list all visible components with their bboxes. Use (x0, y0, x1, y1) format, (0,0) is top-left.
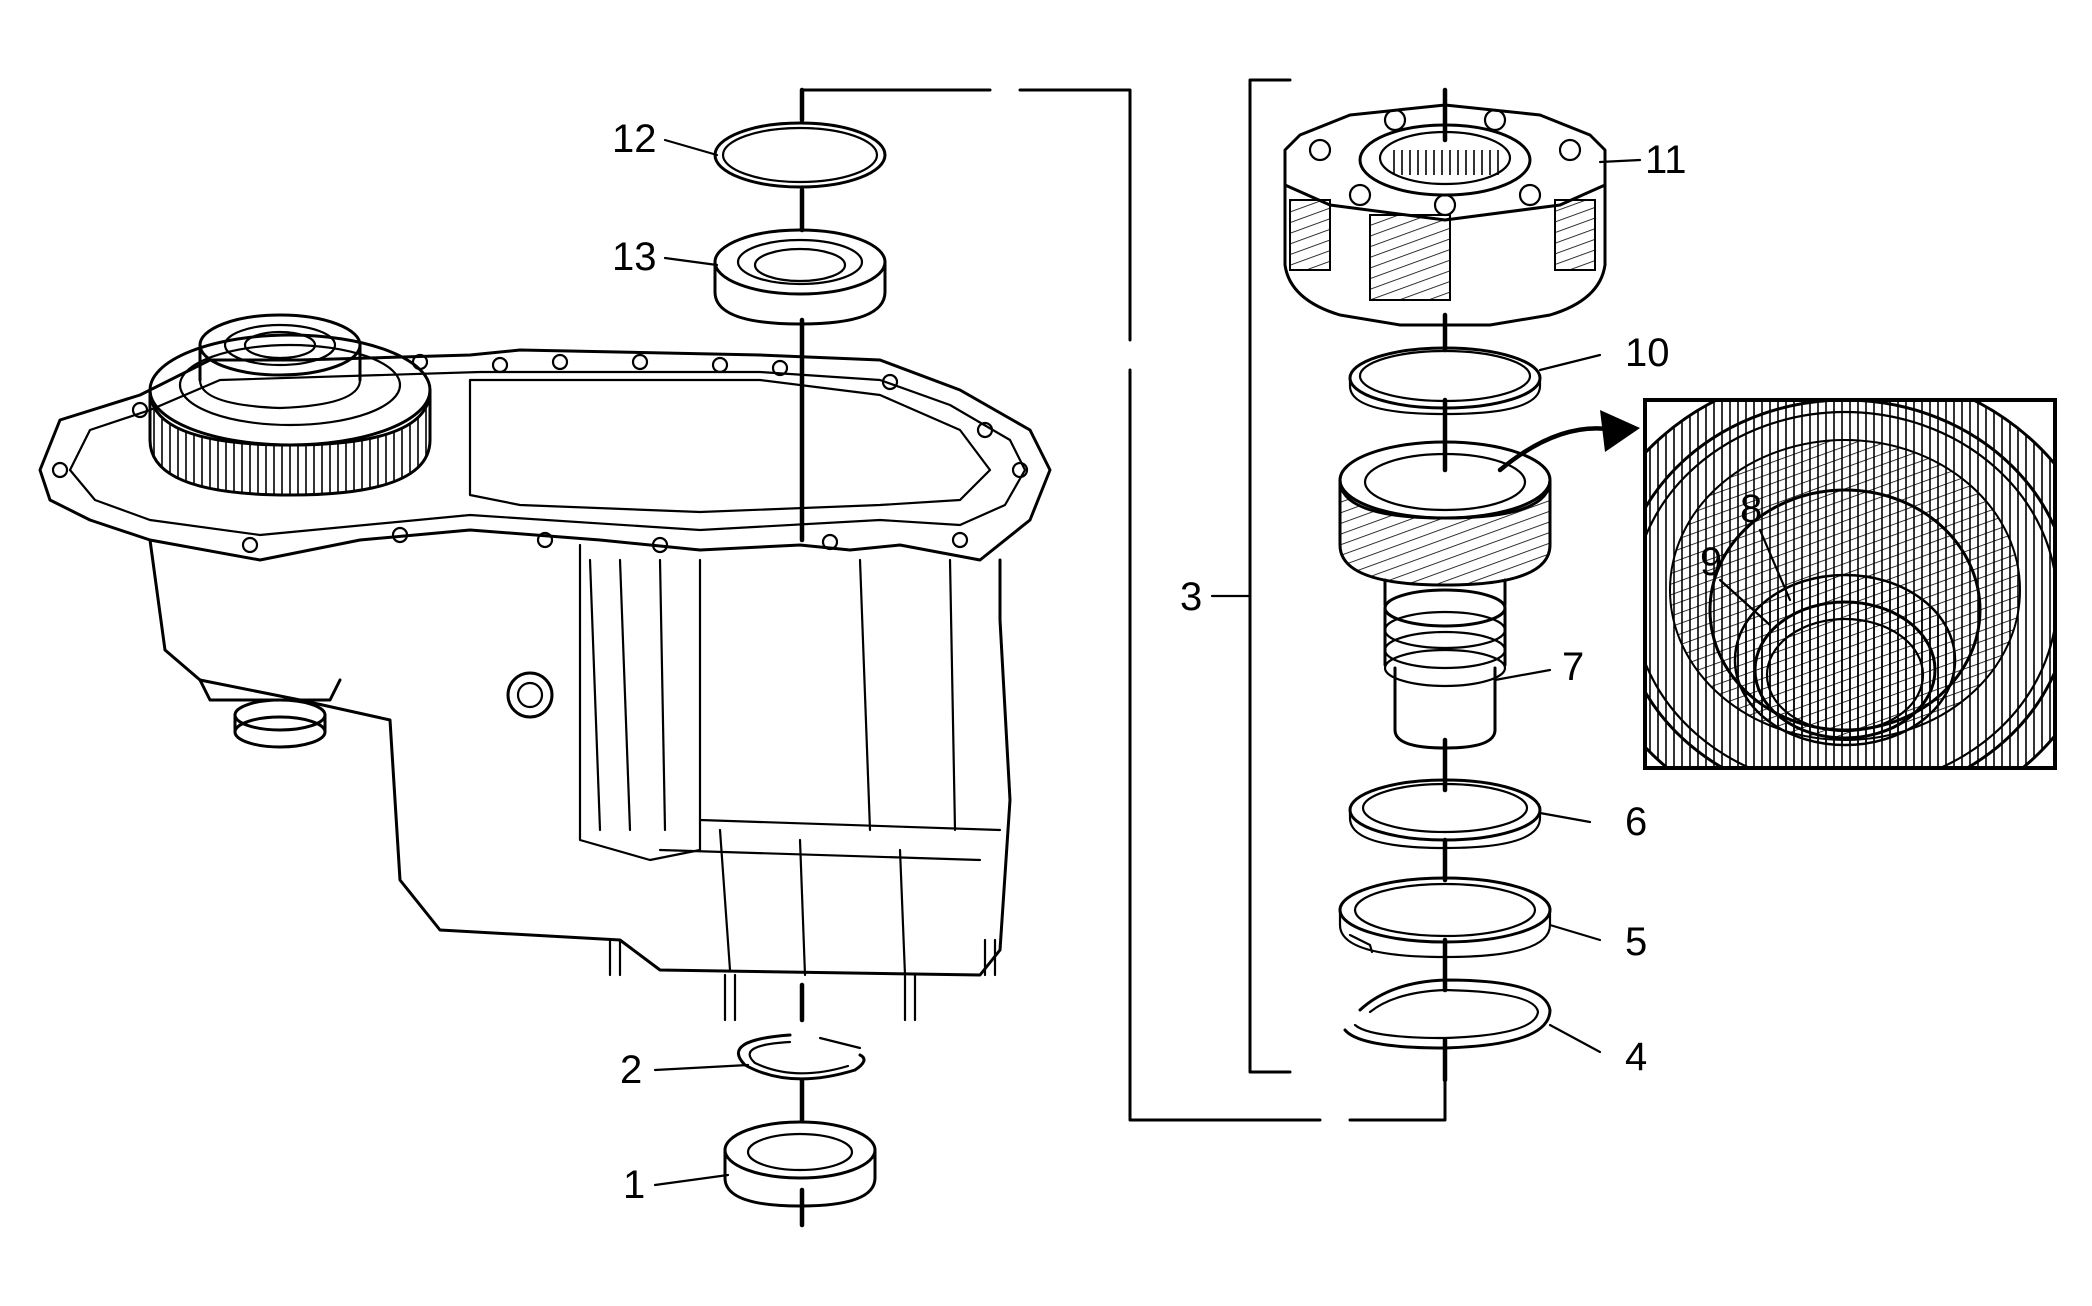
callout-10: 10 (1625, 331, 1670, 375)
callout-12: 12 (612, 117, 657, 161)
bracket-3 (1210, 78, 1292, 1074)
planetary-carrier-11 (1283, 103, 1607, 327)
callout-3: 3 (1180, 575, 1202, 619)
leader-lines (653, 138, 1642, 1187)
detail-inset (1643, 398, 2057, 770)
seal-1 (723, 1120, 877, 1208)
callout-5: 5 (1625, 920, 1647, 964)
snap-ring-2 (737, 1033, 866, 1081)
callout-8: 8 (1740, 487, 1762, 531)
bearing-13 (713, 228, 887, 326)
transfer-case-housing (38, 313, 1052, 1022)
detail-arrow (1497, 410, 1640, 473)
thrust-washer-5 (1338, 876, 1552, 959)
callout-7: 7 (1562, 645, 1584, 689)
sun-gear-7 (1338, 440, 1552, 750)
callout-11: 11 (1645, 138, 1687, 182)
thrust-washer-6 (1348, 778, 1542, 850)
callout-13: 13 (612, 235, 657, 279)
callout-2: 2 (620, 1048, 642, 1092)
callout-4: 4 (1625, 1035, 1647, 1079)
callout-9: 9 (1700, 540, 1722, 584)
thrust-washer-10 (1348, 346, 1542, 416)
callout-labels: 12 13 11 10 3 7 6 5 4 2 1 8 9 (612, 117, 1762, 1207)
callout-1: 1 (623, 1163, 645, 1207)
snap-ring-4 (1343, 978, 1552, 1050)
connector-lines (800, 88, 1447, 1122)
housing-drive-gear (148, 313, 432, 497)
callout-6: 6 (1625, 800, 1647, 844)
snap-ring-12 (713, 121, 887, 189)
flange-bolt-holes (51, 353, 1029, 554)
